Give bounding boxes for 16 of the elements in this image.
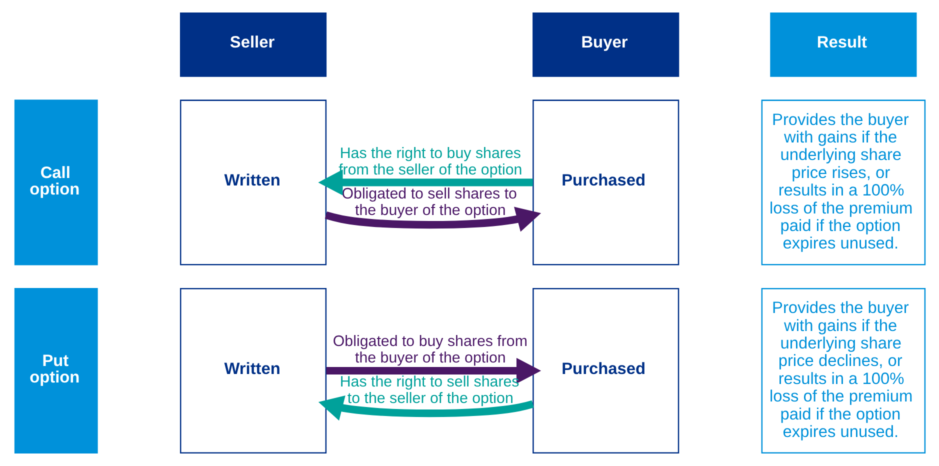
node-box: Result — [770, 12, 916, 77]
node-box: Purchased — [532, 100, 679, 266]
arrow — [318, 170, 532, 196]
node-box: Provides the buyer with gains if the underlying share price declines, or results in a 100% loss of the premium paid if the option expires unused. — [760, 288, 926, 454]
node-box: Written — [179, 288, 326, 454]
node-box: Seller — [179, 12, 326, 77]
edge-label: Has the right to sell shares to the seller of the option — [339, 374, 519, 408]
node-box: Written — [179, 100, 326, 266]
arrow — [326, 358, 541, 384]
edge-label: Obligated to buy shares from the buyer of the option — [332, 333, 527, 367]
node-box: Put option — [14, 288, 98, 454]
node-box: Call option — [14, 100, 98, 266]
node-box: Purchased — [532, 288, 679, 454]
edge-label: Obligated to sell shares to the buyer of the option — [341, 185, 516, 219]
node-box: Provides the buyer with gains if the underlying share price rises, or results in a 100% loss of the premium paid if the option expires unused. — [760, 100, 926, 266]
node-box: Buyer — [532, 12, 679, 77]
